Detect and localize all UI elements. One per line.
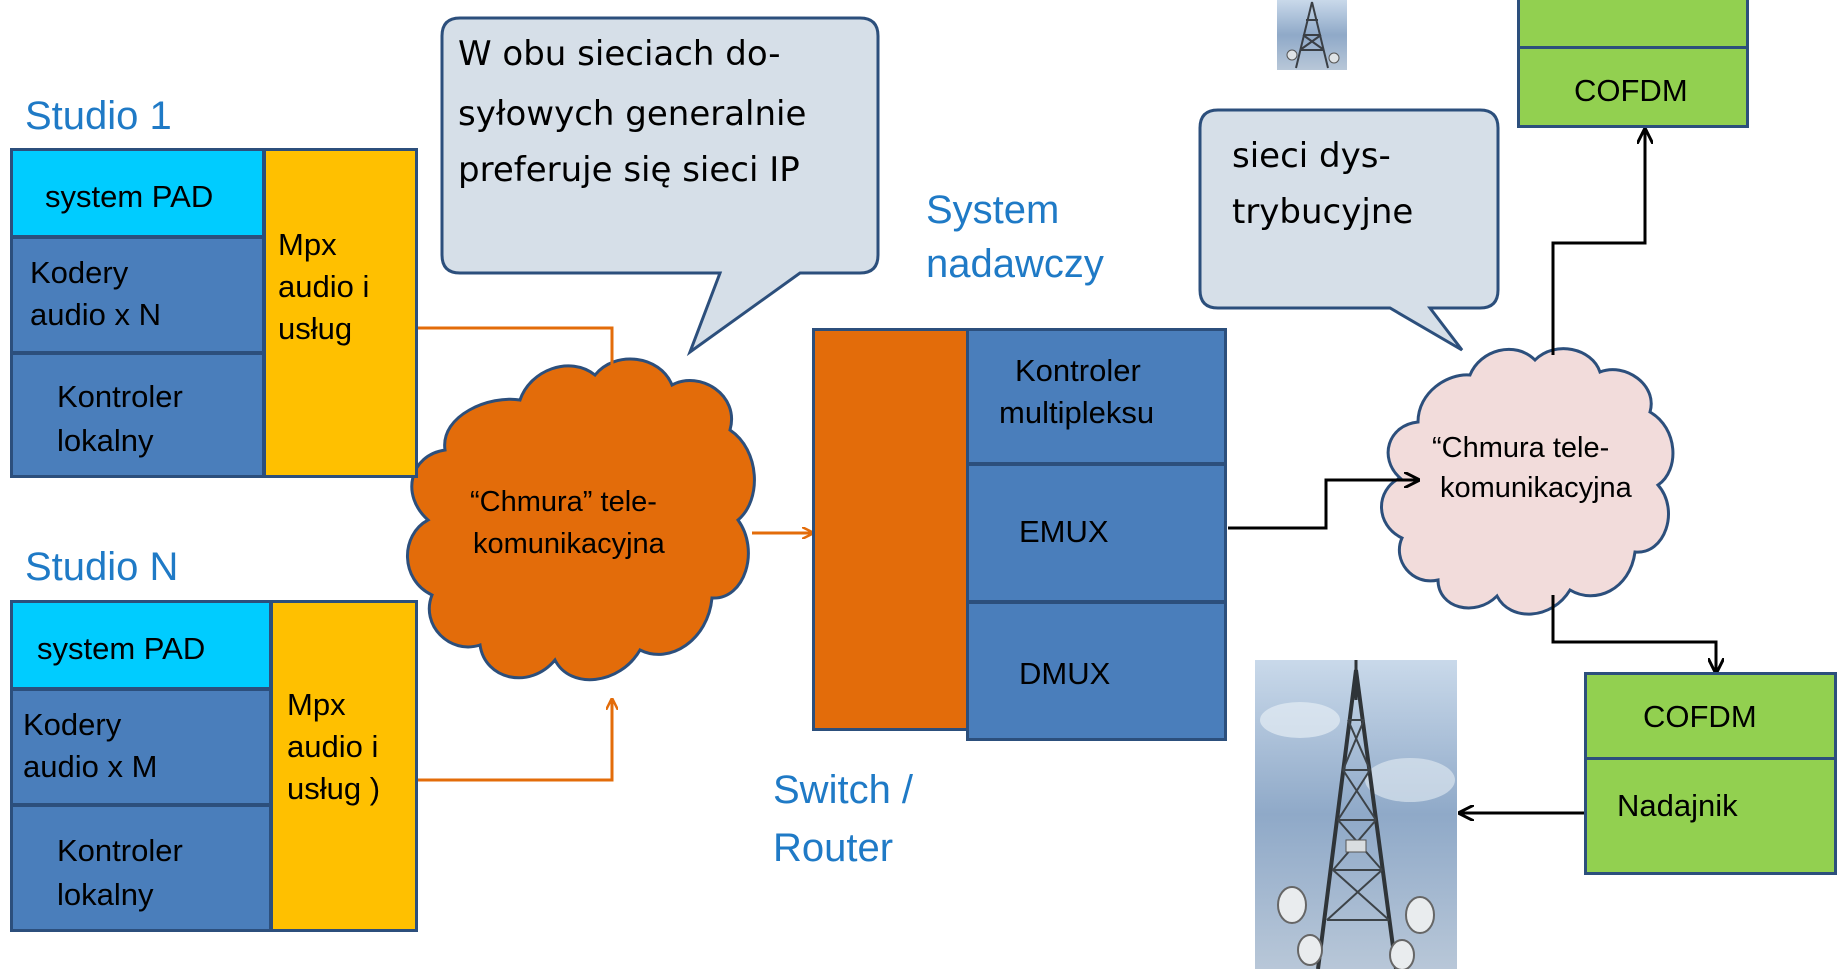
studio1-mpx-line2: audio i	[278, 269, 370, 304]
callout-dist-line2: trybucyjne	[1232, 192, 1414, 232]
bottom-cofdm-label: COFDM	[1643, 699, 1757, 734]
tower-image-small	[1277, 0, 1347, 70]
studioN-encoders-line2: audio x M	[23, 749, 158, 784]
studioN-pad-label: system PAD	[37, 631, 206, 666]
cloud-contribution-line2: komunikacyjna	[473, 528, 665, 560]
cloud-contribution-line1: “Chmura” tele-	[470, 486, 657, 518]
studioN-mpx-box: Mpx audio i usług )	[270, 600, 418, 932]
top-cofdm-box: COFDM	[1517, 46, 1749, 128]
studioN-mpx-line3: usług )	[287, 771, 381, 806]
top-cofdm-label: COFDM	[1574, 73, 1688, 108]
arrow-dist-cloud-to-bottom-cofdm	[1551, 595, 1716, 672]
transmitter-label: Nadajnik	[1617, 788, 1738, 823]
arrow-emux-to-dist-cloud	[1228, 480, 1418, 530]
callout-dist-line1: sieci dys-	[1232, 136, 1391, 176]
dmux-label: DMUX	[1019, 656, 1111, 691]
studioN-encoders-line1: Kodery	[23, 707, 122, 742]
broadcast-system-title-line2: nadawczy	[926, 242, 1104, 286]
studio1-encoders-line1: Kodery	[30, 255, 129, 290]
emux-label: EMUX	[1019, 514, 1109, 549]
studio1-title: Studio 1	[25, 94, 172, 138]
emux-box: EMUX	[966, 463, 1227, 603]
mux-controller-box: Kontroler multipleksu	[966, 328, 1227, 465]
studio1-encoders-box: Kodery audio x N	[10, 236, 265, 354]
studio1-controller-line1: Kontroler	[57, 379, 183, 414]
cloud-contribution-shape	[406, 357, 756, 682]
callout-ip-line2: syłowych generalnie	[458, 94, 807, 134]
switch-router-box	[812, 328, 970, 731]
callout-ip-bubble	[440, 16, 880, 357]
top-transmitter-upper-box	[1517, 0, 1749, 49]
studioN-title: Studio N	[25, 545, 179, 589]
arrow-dist-cloud-to-top-cofdm	[1551, 130, 1645, 355]
studioN-pad-box: system PAD	[10, 600, 272, 690]
studioN-mpx-line2: audio i	[287, 729, 379, 764]
cloud-distribution-line1: “Chmura tele-	[1432, 432, 1610, 464]
transmitter-box: Nadajnik	[1584, 757, 1837, 875]
tower-image-large	[1255, 660, 1457, 969]
mux-controller-line2: multipleksu	[999, 395, 1155, 430]
studioN-mpx-line1: Mpx	[287, 687, 346, 722]
bottom-cofdm-box: COFDM	[1584, 672, 1837, 760]
studio1-mpx-box: Mpx audio i usług	[263, 148, 418, 478]
broadcast-system-title-line1: System	[926, 188, 1060, 232]
cloud-distribution-shape	[1380, 347, 1675, 616]
studioN-controller-line1: Kontroler	[57, 833, 183, 868]
studioN-controller-line2: lokalny	[57, 877, 154, 912]
arrow-studio1-to-cloud	[418, 326, 612, 378]
studio1-pad-box: system PAD	[10, 148, 265, 238]
studio1-controller-box: Kontroler lokalny	[10, 352, 265, 478]
arrow-studioN-to-cloud	[418, 700, 612, 782]
switch-label-line1: Switch /	[773, 768, 914, 812]
studio1-mpx-line1: Mpx	[278, 227, 337, 262]
studio1-pad-label: system PAD	[45, 179, 214, 214]
studio1-encoders-line2: audio x N	[30, 297, 161, 332]
studio1-mpx-line3: usług	[278, 311, 353, 346]
cloud-distribution-line2: komunikacyjna	[1440, 472, 1632, 504]
callout-ip-line1: W obu sieciach do-	[458, 34, 781, 74]
callout-ip-line3: preferuje się sieci IP	[458, 150, 800, 190]
dmux-box: DMUX	[966, 601, 1227, 741]
callout-dist-bubble	[1198, 108, 1500, 352]
studio1-controller-line2: lokalny	[57, 423, 154, 458]
studioN-controller-box: Kontroler lokalny	[10, 804, 272, 932]
studioN-encoders-box: Kodery audio x M	[10, 688, 272, 806]
mux-controller-line1: Kontroler	[1015, 353, 1141, 388]
switch-label-line2: Router	[773, 826, 894, 870]
